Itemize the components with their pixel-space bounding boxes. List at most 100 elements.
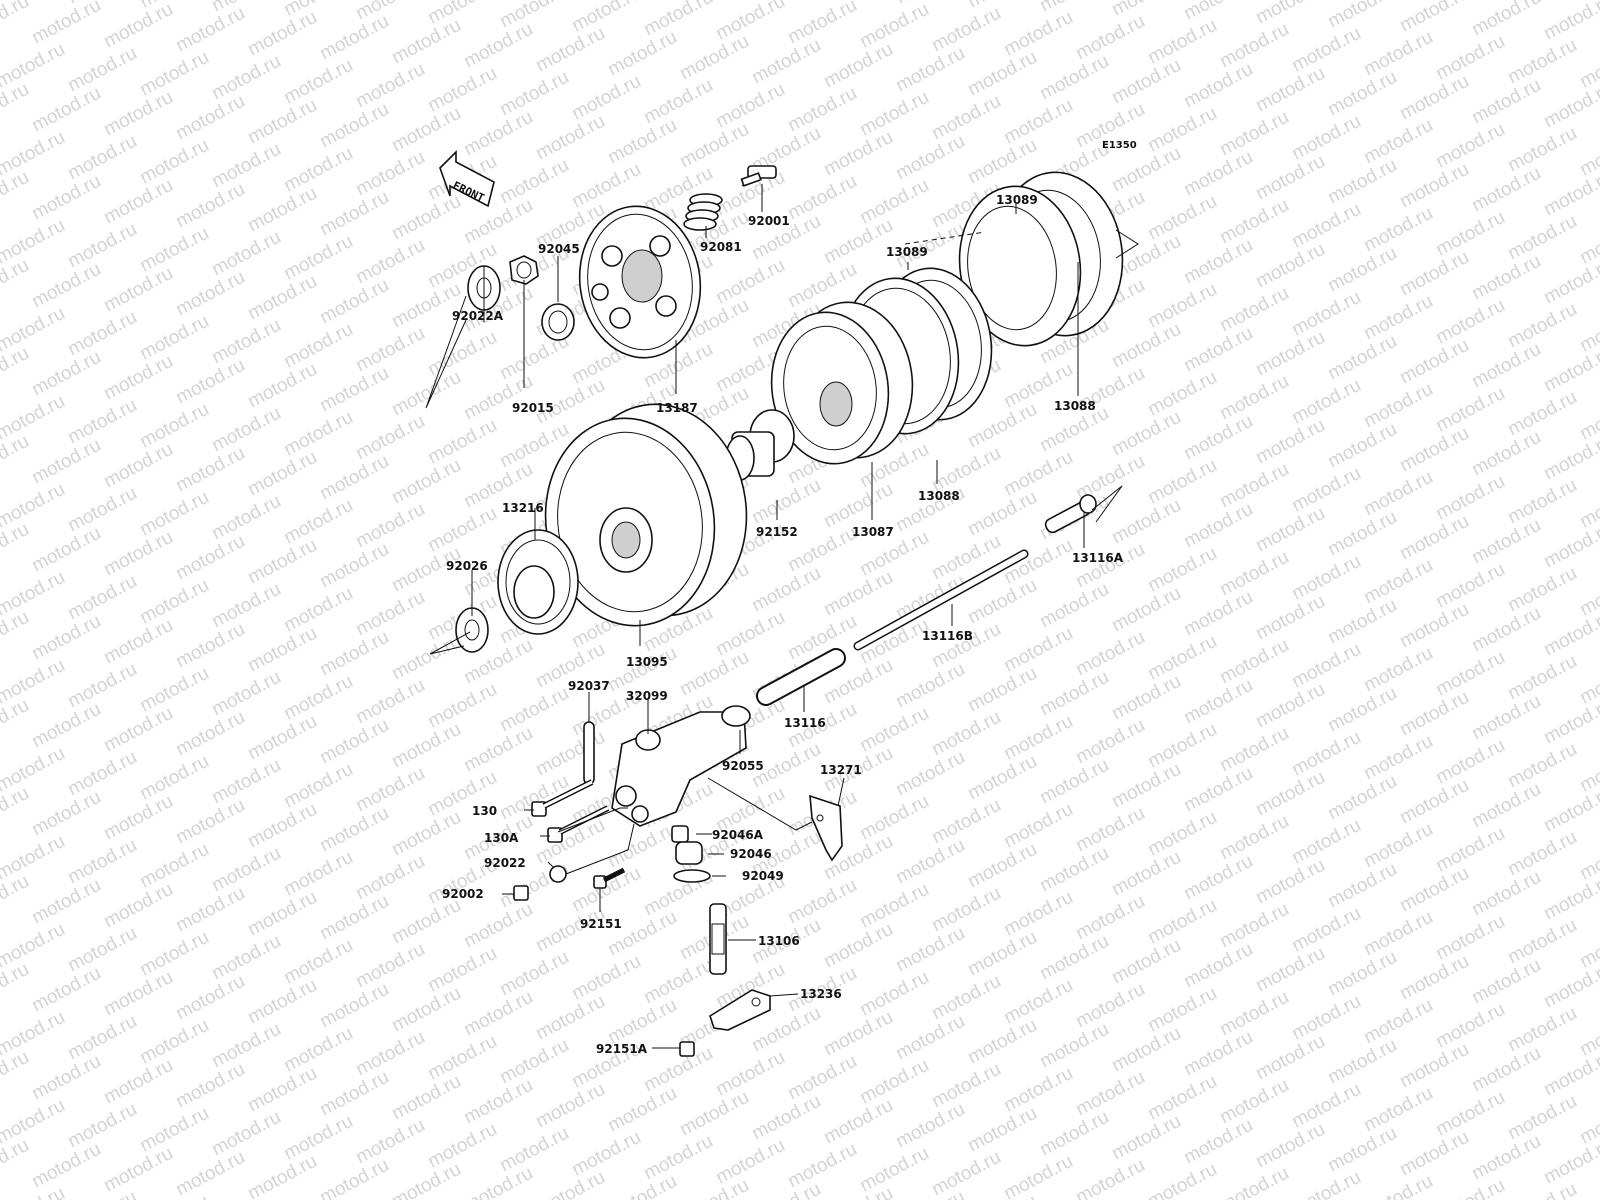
- label-92002[interactable]: 92002: [442, 887, 484, 901]
- clutch-hub-13087-drawing: [770, 301, 914, 465]
- watermark-text: motod.ru: [316, 891, 392, 945]
- watermark-text: motod.ru: [316, 803, 392, 857]
- watermark-text: motod.ru: [1432, 999, 1508, 1053]
- watermark-text: motod.ru: [1324, 155, 1400, 209]
- label-92022A[interactable]: 92022A: [452, 309, 504, 323]
- watermark-text: motod.ru: [1468, 603, 1544, 657]
- watermark-text: motod.ru: [1504, 563, 1580, 617]
- watermark-text: motod.ru: [820, 1007, 896, 1061]
- label-92151[interactable]: 92151: [580, 917, 622, 931]
- watermark-text: motod.ru: [460, 1163, 536, 1200]
- label-92015[interactable]: 92015: [512, 401, 554, 415]
- watermark-text: motod.ru: [1360, 643, 1436, 697]
- label-92151A[interactable]: 92151A: [596, 1042, 648, 1056]
- watermark-text: motod.ru: [1504, 387, 1580, 441]
- watermark-text: motod.ru: [1000, 711, 1076, 765]
- label-92049[interactable]: 92049: [742, 869, 784, 883]
- watermark-text: motod.ru: [928, 1147, 1004, 1200]
- watermark-text: motod.ru: [1288, 23, 1364, 77]
- watermark-text: motod.ru: [856, 879, 932, 933]
- label-13116B[interactable]: 13116B: [922, 629, 973, 643]
- label-13236[interactable]: 13236: [800, 987, 842, 1001]
- label-92152[interactable]: 92152: [756, 525, 798, 539]
- watermark-text: motod.ru: [316, 11, 392, 65]
- watermark-text: motod.ru: [496, 1123, 572, 1177]
- o-ring-92055-drawing: [721, 705, 751, 727]
- label-92046A[interactable]: 92046A: [712, 828, 764, 842]
- bolt-92002-drawing: [513, 885, 529, 901]
- watermark-text: motod.ru: [100, 263, 176, 317]
- watermark-text: motod.ru: [892, 1187, 968, 1200]
- label-92022[interactable]: 92022: [484, 856, 526, 870]
- watermark-text: motod.ru: [352, 411, 428, 465]
- label-13106[interactable]: 13106: [758, 934, 800, 948]
- watermark-text: motod.ru: [1432, 383, 1508, 437]
- watermark-text: motod.ru: [1144, 279, 1220, 333]
- watermark-text: motod.ru: [1216, 723, 1292, 777]
- watermark-text: motod.ru: [748, 1091, 824, 1145]
- watermark-text: motod.ru: [1432, 911, 1508, 965]
- watermark-text: motod.ru: [1252, 943, 1328, 997]
- watermark-text: motod.ru: [1144, 1159, 1220, 1200]
- watermark-text: motod.ru: [856, 87, 932, 141]
- label-13088-lower[interactable]: 13088: [918, 489, 960, 503]
- watermark-text: motod.ru: [280, 759, 356, 813]
- watermark-text: motod.ru: [424, 415, 500, 469]
- watermark-text: motod.ru: [424, 327, 500, 381]
- watermark-text: motod.ru: [28, 347, 104, 401]
- watermark-text: motod.ru: [1180, 851, 1256, 905]
- label-13088-right[interactable]: 13088: [1054, 399, 1096, 413]
- watermark-text: motod.ru: [388, 807, 464, 861]
- watermark-text: motod.ru: [820, 39, 896, 93]
- watermark-text: motod.ru: [208, 139, 284, 193]
- watermark-text: motod.ru: [460, 1075, 536, 1129]
- label-13187[interactable]: 13187: [656, 401, 698, 415]
- label-13089-top[interactable]: 13089: [996, 193, 1038, 207]
- watermark-text: motod.ru: [604, 995, 680, 1049]
- watermark-text: motod.ru: [1180, 323, 1256, 377]
- label-92046[interactable]: 92046: [730, 847, 772, 861]
- watermark-text: motod.ru: [1324, 419, 1400, 473]
- label-92001[interactable]: 92001: [748, 214, 790, 228]
- watermark-text: motod.ru: [64, 131, 140, 185]
- label-130A[interactable]: 130A: [484, 831, 519, 845]
- label-130[interactable]: 130: [472, 804, 497, 818]
- label-92045[interactable]: 92045: [538, 242, 580, 256]
- watermark-text: motod.ru: [64, 659, 140, 713]
- label-92055[interactable]: 92055: [722, 759, 764, 773]
- watermark-text: motod.ru: [748, 563, 824, 617]
- watermark-text: motod.ru: [244, 799, 320, 853]
- label-13087[interactable]: 13087: [852, 525, 894, 539]
- watermark-text: motod.ru: [1072, 715, 1148, 769]
- watermark-text: motod.ru: [1216, 19, 1292, 73]
- watermark-text: motod.ru: [388, 1071, 464, 1125]
- watermark-text: motod.ru: [316, 363, 392, 417]
- label-92081[interactable]: 92081: [700, 240, 742, 254]
- watermark-text: motod.ru: [172, 91, 248, 145]
- watermark-text: motod.ru: [316, 627, 392, 681]
- watermark-text: motod.ru: [820, 215, 896, 269]
- watermark-text: motod.ru: [892, 1011, 968, 1065]
- label-13116[interactable]: 13116: [784, 716, 826, 730]
- watermark-text: motod.ru: [532, 1079, 608, 1133]
- label-92026[interactable]: 92026: [446, 559, 488, 573]
- label-92037[interactable]: 92037: [568, 679, 610, 693]
- label-13116A[interactable]: 13116A: [1072, 551, 1124, 565]
- watermark-text: motod.ru: [1504, 35, 1580, 89]
- watermark-text: motod.ru: [1396, 159, 1472, 213]
- label-13271[interactable]: 13271: [820, 763, 862, 777]
- pin-13116A-drawing: [1044, 494, 1097, 534]
- watermark-text: motod.ru: [1324, 243, 1400, 297]
- watermark-text: motod.ru: [64, 923, 140, 977]
- watermark-text: motod.ru: [388, 983, 464, 1037]
- watermark-text: motod.ru: [28, 611, 104, 665]
- label-32099[interactable]: 32099: [626, 689, 668, 703]
- watermark-text: motod.ru: [604, 1083, 680, 1137]
- watermark-text: motod.ru: [1216, 547, 1292, 601]
- label-13216[interactable]: 13216: [502, 501, 544, 515]
- watermark-text: motod.ru: [208, 667, 284, 721]
- watermark-text: motod.ru: [1468, 779, 1544, 833]
- label-13095[interactable]: 13095: [626, 655, 668, 669]
- label-13089-mid[interactable]: 13089: [886, 245, 928, 259]
